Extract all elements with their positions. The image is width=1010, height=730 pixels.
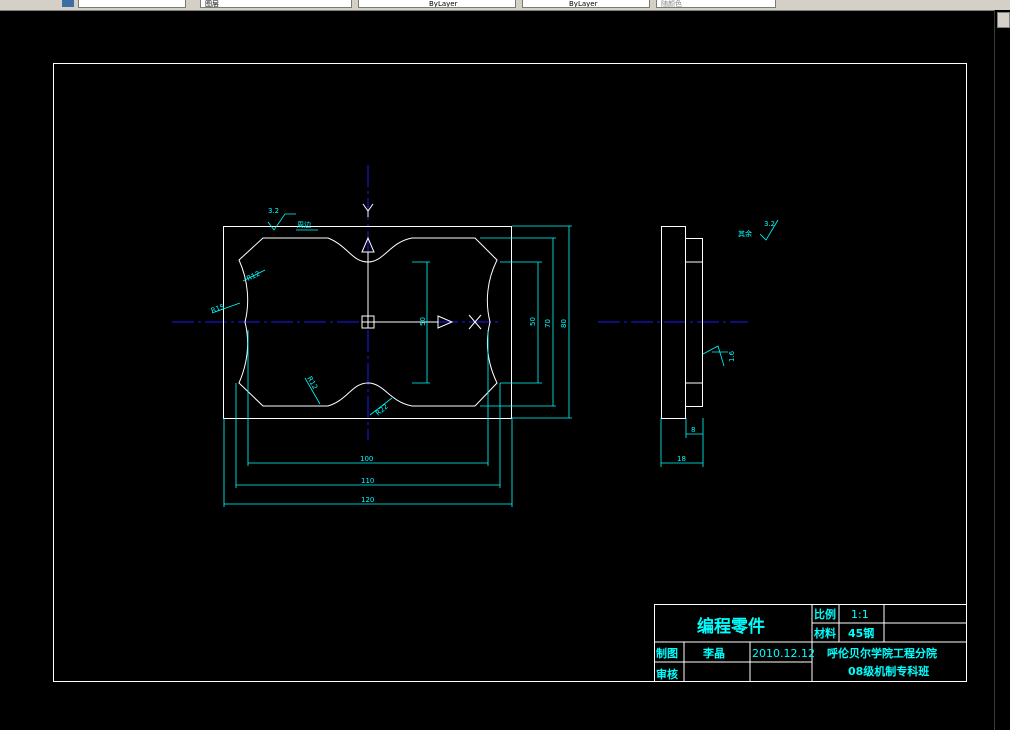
y-axis-mark [362,203,374,217]
scale-value: 1:1 [851,608,869,621]
drawing-border [53,63,967,682]
roughness-side-value: 1.6 [728,350,736,362]
dim-120: 120 [361,496,374,504]
toolbar-blank-field[interactable] [78,0,186,8]
dimension-lines [211,213,779,507]
title-block: 编程零件 比例 1:1 材料 45钢 制图 李晶 2010.12.12 审核 呼… [654,604,967,682]
stock-outline [223,226,512,419]
layer-dropdown[interactable]: 图层 [200,0,352,8]
drawn-label: 制图 [656,646,678,660]
radius-r12-top: R12 [245,270,261,283]
dim-80: 80 [560,319,568,328]
dim-8: 8 [691,426,695,434]
school-name: 呼伦贝尔学院工程分院 [827,646,937,660]
dim-110: 110 [361,477,374,485]
origin-marker [361,236,454,329]
class-name: 08级机制专科班 [848,664,929,678]
x-axis-mark [468,314,482,330]
roughness-top-label: 周边 [297,220,311,229]
scroll-up-button[interactable] [997,12,1010,28]
vertical-scrollbar[interactable] [994,10,1010,730]
roughness-top-value: 3.2 [268,207,279,215]
color-dropdown[interactable]: 随颜色 [656,0,776,8]
layer-icon[interactable] [62,0,74,7]
drawn-date: 2010.12.12 [752,647,815,660]
roughness-right-value: 3.2 [764,220,775,228]
lineweight-dropdown[interactable]: ByLayer [522,0,650,8]
radius-r12-bottom: R12 [305,375,319,391]
dim-100: 100 [360,455,373,463]
material-value: 45钢 [848,626,874,640]
dim-50: 50 [529,317,537,326]
drawn-by: 李晶 [702,646,725,660]
part-name: 编程零件 [697,616,765,637]
scale-label: 比例 [814,607,836,621]
dim-18: 18 [677,455,686,463]
linetype-dropdown[interactable]: ByLayer [358,0,516,8]
material-label: 材料 [814,626,836,640]
dim-70: 70 [544,319,552,328]
dim-inner-50: 50 [419,317,427,326]
pocket-contour [238,237,498,407]
roughness-right-label: 其余 [738,229,752,238]
checked-label: 审核 [656,667,678,681]
properties-toolbar: 图层 ByLayer ByLayer 随颜色 [0,0,1010,11]
radius-r22: R22 [374,403,390,418]
side-view [661,226,703,419]
